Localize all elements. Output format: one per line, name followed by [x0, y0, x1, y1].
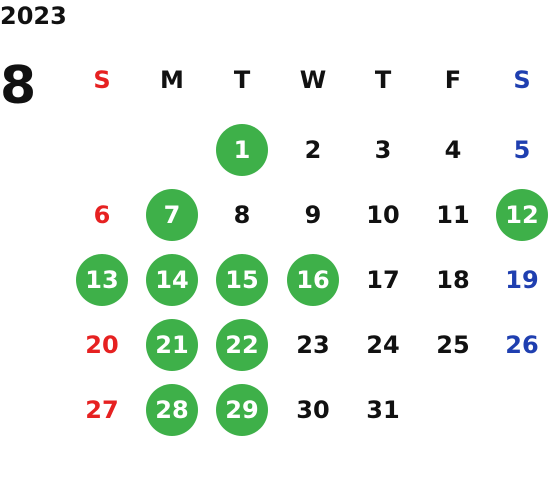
- day-cell[interactable]: 17: [366, 266, 400, 294]
- day-cell[interactable]: 10: [366, 201, 400, 229]
- weekday-label: S: [513, 66, 531, 94]
- day-cell[interactable]: 2: [304, 136, 322, 164]
- day-cell-highlighted[interactable]: 13: [76, 254, 128, 306]
- weekday-label: T: [374, 66, 392, 94]
- day-cell[interactable]: 3: [374, 136, 392, 164]
- day-cell[interactable]: 5: [513, 136, 531, 164]
- month-number: 8: [0, 56, 37, 116]
- day-cell[interactable]: 30: [296, 396, 330, 424]
- day-cell[interactable]: 19: [505, 266, 539, 294]
- day-cell[interactable]: 24: [366, 331, 400, 359]
- day-cell-highlighted[interactable]: 28: [146, 384, 198, 436]
- day-cell[interactable]: 6: [93, 201, 111, 229]
- day-cell-highlighted[interactable]: 15: [216, 254, 268, 306]
- day-cell-highlighted[interactable]: 16: [287, 254, 339, 306]
- weekday-label: M: [160, 66, 184, 94]
- year-label: 2023: [0, 2, 67, 30]
- day-cell[interactable]: 20: [85, 331, 119, 359]
- day-cell[interactable]: 11: [436, 201, 470, 229]
- day-cell[interactable]: 25: [436, 331, 470, 359]
- day-cell-highlighted[interactable]: 21: [146, 319, 198, 371]
- day-cell-highlighted[interactable]: 12: [496, 189, 548, 241]
- day-cell[interactable]: 9: [304, 201, 322, 229]
- weekday-label: T: [233, 66, 251, 94]
- day-cell-highlighted[interactable]: 29: [216, 384, 268, 436]
- day-cell-highlighted[interactable]: 1: [216, 124, 268, 176]
- day-cell-highlighted[interactable]: 7: [146, 189, 198, 241]
- day-cell[interactable]: 26: [505, 331, 539, 359]
- day-cell[interactable]: 31: [366, 396, 400, 424]
- weekday-label: F: [444, 66, 462, 94]
- day-cell[interactable]: 27: [85, 396, 119, 424]
- day-cell[interactable]: 23: [296, 331, 330, 359]
- day-cell-highlighted[interactable]: 22: [216, 319, 268, 371]
- weekday-label: S: [93, 66, 111, 94]
- day-cell[interactable]: 8: [233, 201, 251, 229]
- day-cell[interactable]: 18: [436, 266, 470, 294]
- day-cell-highlighted[interactable]: 14: [146, 254, 198, 306]
- day-cell[interactable]: 4: [444, 136, 462, 164]
- weekday-label: W: [299, 66, 327, 94]
